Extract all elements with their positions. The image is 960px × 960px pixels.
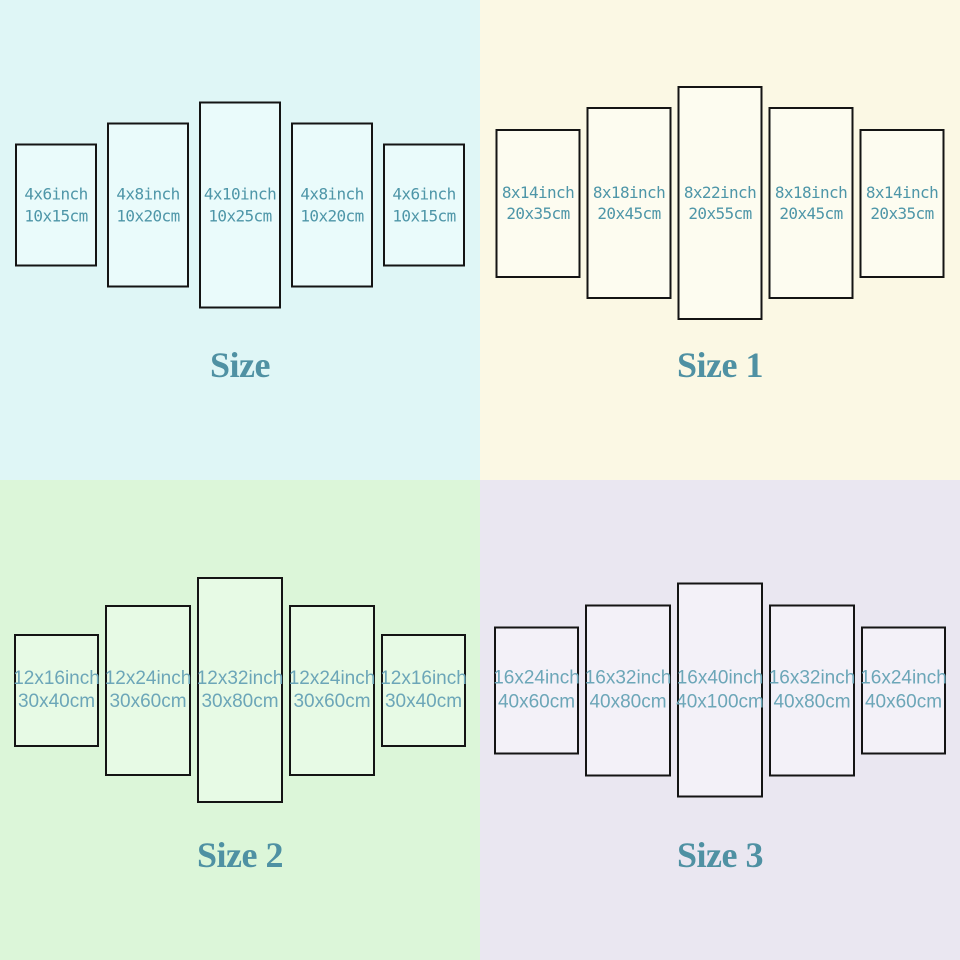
canvas-panel: 12x24inch 30x60cm: [104, 604, 192, 776]
panel-size-cm: 40x80cm: [589, 691, 667, 712]
panel-size-inch: 8x18inch: [774, 182, 848, 202]
panels-row: 8x14inch 20x35cm 8x18inch 20x45cm 8x22in…: [495, 86, 945, 320]
quadrant-title: Size 2: [197, 835, 283, 875]
panel-size-inch: 4x8inch: [300, 184, 364, 204]
panel-size-inch: 16x32inch: [768, 667, 856, 689]
canvas-panel: 12x16inch 30x40cm: [380, 633, 467, 747]
quadrant-title: Size 3: [677, 835, 763, 875]
panel-size-cm: 20x45cm: [779, 204, 843, 223]
panel-size-inch: 12x16inch: [380, 667, 467, 689]
canvas-panel: 4x6inch 10x15cm: [15, 143, 97, 267]
canvas-panel: 12x32inch 30x80cm: [197, 577, 283, 803]
panel-size-cm: 40x60cm: [864, 691, 943, 712]
panel-size-cm: 10x20cm: [116, 206, 180, 225]
panel-size-cm: 20x35cm: [506, 204, 570, 223]
panel-size-cm: 40x60cm: [497, 691, 576, 712]
panels-row: 12x16inch 30x40cm 12x24inch 30x60cm 12x3…: [13, 577, 467, 803]
canvas-panel: 8x22inch 20x55cm: [677, 86, 763, 320]
panel-size-cm: 30x40cm: [384, 691, 463, 712]
panel-size-cm: 20x55cm: [688, 204, 752, 223]
canvas-panel: 8x14inch 20x35cm: [859, 128, 945, 278]
quadrant-size-2: 12x16inch 30x40cm 12x24inch 30x60cm 12x3…: [0, 480, 480, 960]
panel-size-cm: 20x35cm: [870, 204, 934, 223]
panel-size-inch: 12x24inch: [104, 667, 192, 689]
panel-size-inch: 8x18inch: [592, 182, 666, 202]
panel-size-cm: 30x60cm: [109, 691, 187, 712]
quadrant-size-1: 8x14inch 20x35cm 8x18inch 20x45cm 8x22in…: [480, 0, 960, 480]
panels-row: 16x24inch 40x60cm 16x32inch 40x80cm 16x4…: [493, 582, 947, 798]
canvas-panel: 4x8inch 10x20cm: [291, 122, 373, 288]
panel-size-cm: 30x40cm: [17, 691, 96, 712]
panel-size-inch: 16x24inch: [493, 667, 580, 689]
panel-size-cm: 10x20cm: [300, 206, 364, 225]
quadrant-size: 4x6inch 10x15cm 4x8inch 10x20cm 4x10inch…: [0, 0, 480, 480]
panel-size-inch: 12x24inch: [288, 667, 376, 689]
panel-size-inch: 12x32inch: [196, 667, 284, 689]
panel-size-cm: 10x15cm: [24, 206, 88, 225]
panels-row: 4x6inch 10x15cm 4x8inch 10x20cm 4x10inch…: [15, 101, 465, 309]
canvas-panel: 4x8inch 10x20cm: [107, 122, 189, 288]
panel-size-inch: 4x6inch: [392, 184, 456, 204]
panel-size-cm: 30x80cm: [201, 691, 279, 712]
quadrant-size-3: 16x24inch 40x60cm 16x32inch 40x80cm 16x4…: [480, 480, 960, 960]
canvas-panel: 16x40inch 40x100cm: [676, 582, 764, 798]
canvas-panel: 16x32inch 40x80cm: [769, 604, 855, 776]
canvas-panel: 12x16inch 30x40cm: [13, 633, 100, 747]
panel-size-cm: 20x45cm: [597, 204, 661, 223]
panel-size-cm: 10x15cm: [392, 206, 456, 225]
panel-size-inch: 8x14inch: [501, 182, 575, 202]
quadrant-title: Size 1: [677, 345, 763, 385]
panel-size-inch: 16x40inch: [676, 667, 764, 689]
canvas-panel: 8x14inch 20x35cm: [495, 128, 581, 278]
canvas-panel: 16x24inch 40x60cm: [860, 626, 947, 754]
canvas-panel: 8x18inch 20x45cm: [768, 107, 854, 299]
panel-size-inch: 8x14inch: [865, 182, 939, 202]
canvas-panel: 16x24inch 40x60cm: [493, 626, 580, 754]
canvas-panel: 4x10inch 10x25cm: [199, 101, 281, 309]
canvas-panel: 8x18inch 20x45cm: [586, 107, 672, 299]
panel-size-cm: 30x60cm: [293, 691, 371, 712]
panel-size-cm: 40x100cm: [676, 691, 764, 712]
panel-size-cm: 10x25cm: [208, 206, 272, 225]
panel-size-inch: 16x32inch: [584, 667, 672, 689]
panel-size-cm: 40x80cm: [773, 691, 851, 712]
panel-size-inch: 4x10inch: [203, 184, 277, 204]
panel-size-inch: 4x6inch: [24, 184, 88, 204]
panel-size-inch: 16x24inch: [860, 667, 947, 689]
panel-size-inch: 12x16inch: [13, 667, 100, 689]
canvas-panel: 16x32inch 40x80cm: [585, 604, 671, 776]
canvas-panel: 4x6inch 10x15cm: [383, 143, 465, 267]
panel-size-inch: 8x22inch: [683, 182, 757, 202]
canvas-panel: 12x24inch 30x60cm: [288, 604, 376, 776]
panel-size-inch: 4x8inch: [116, 184, 180, 204]
quadrant-title: Size: [210, 345, 270, 385]
